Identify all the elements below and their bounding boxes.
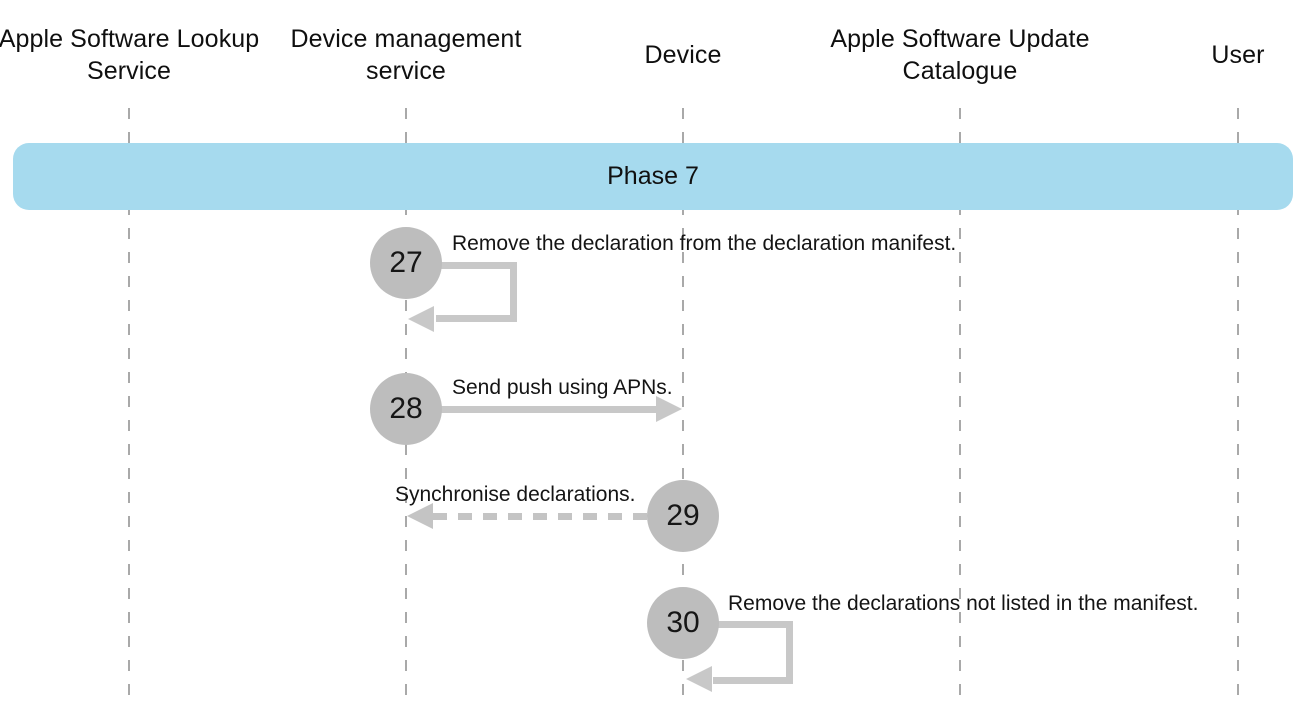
step29-arrow-line (433, 513, 647, 520)
step28-label: Send push using APNs. (452, 376, 673, 399)
actor-device: Device (644, 40, 722, 69)
step29-number: 29 (666, 499, 700, 532)
lifeline-device (682, 108, 684, 705)
step29-label: Synchronise declarations. (395, 483, 636, 506)
step28-arrow-line (440, 406, 662, 413)
step29-circle: 29 (647, 480, 719, 552)
step28-arrowhead-icon (656, 396, 682, 422)
actor-apple-software-update-catalogue: Apple Software Update Catalogue (830, 24, 1090, 86)
step30-number: 30 (666, 606, 700, 639)
step29-arrowhead-icon (407, 503, 433, 529)
actor-device-management-service: Device management service (290, 24, 522, 86)
step27-label: Remove the declaration from the declarat… (452, 232, 957, 255)
step27-self-loop-arrow (436, 262, 517, 322)
lifeline-user (1237, 108, 1239, 705)
step28-circle: 28 (370, 373, 442, 445)
step27-arrowhead-icon (408, 306, 434, 332)
step30-arrowhead-icon (686, 666, 712, 692)
phase-title: Phase 7 (607, 162, 699, 190)
actor-apple-software-lookup-service: Apple Software Lookup Service (0, 24, 260, 86)
phase-band: Phase 7 (13, 143, 1293, 210)
step30-circle: 30 (647, 587, 719, 659)
step30-self-loop-arrow (713, 621, 793, 684)
step28-number: 28 (389, 392, 423, 425)
step30-label: Remove the declarations not listed in th… (728, 592, 1199, 615)
lifeline-apple-software-update-catalogue (959, 108, 961, 705)
step27-number: 27 (389, 246, 423, 279)
step27-circle: 27 (370, 227, 442, 299)
actor-user: User (1211, 40, 1265, 69)
lifeline-apple-software-lookup-service (128, 108, 130, 705)
